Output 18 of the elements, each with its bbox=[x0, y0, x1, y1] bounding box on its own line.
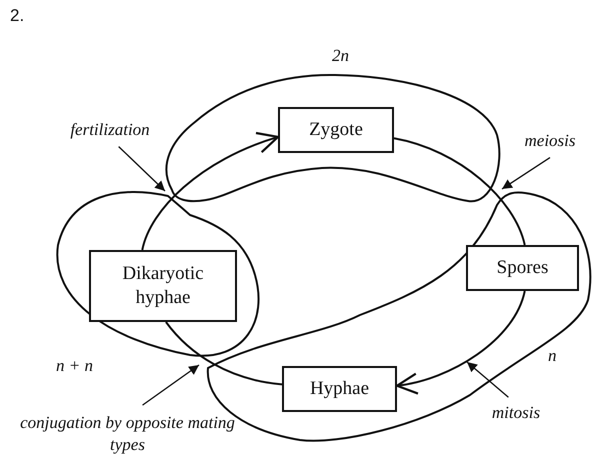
arrow bbox=[141, 132, 280, 250]
stage-box: Dikaryotic hyphae bbox=[89, 250, 237, 322]
ploidy-label: n + n bbox=[56, 356, 93, 376]
leader-line bbox=[502, 157, 550, 190]
ploidy-label: 2n bbox=[332, 46, 349, 66]
leader-line bbox=[466, 362, 509, 398]
stage-box: Zygote bbox=[278, 107, 394, 153]
arrow bbox=[396, 290, 526, 394]
process-label: conjugation by opposite mating types bbox=[20, 412, 235, 456]
process-label: mitosis bbox=[478, 402, 554, 424]
stage-box: Hyphae bbox=[282, 366, 397, 412]
stage-box: Spores bbox=[466, 245, 579, 291]
leader-line bbox=[118, 146, 166, 192]
process-label: meiosis bbox=[512, 130, 588, 152]
leader-line bbox=[142, 364, 200, 406]
item-number: 2. bbox=[10, 6, 24, 26]
process-label: fertilization bbox=[48, 119, 172, 142]
ploidy-label: n bbox=[548, 346, 556, 366]
